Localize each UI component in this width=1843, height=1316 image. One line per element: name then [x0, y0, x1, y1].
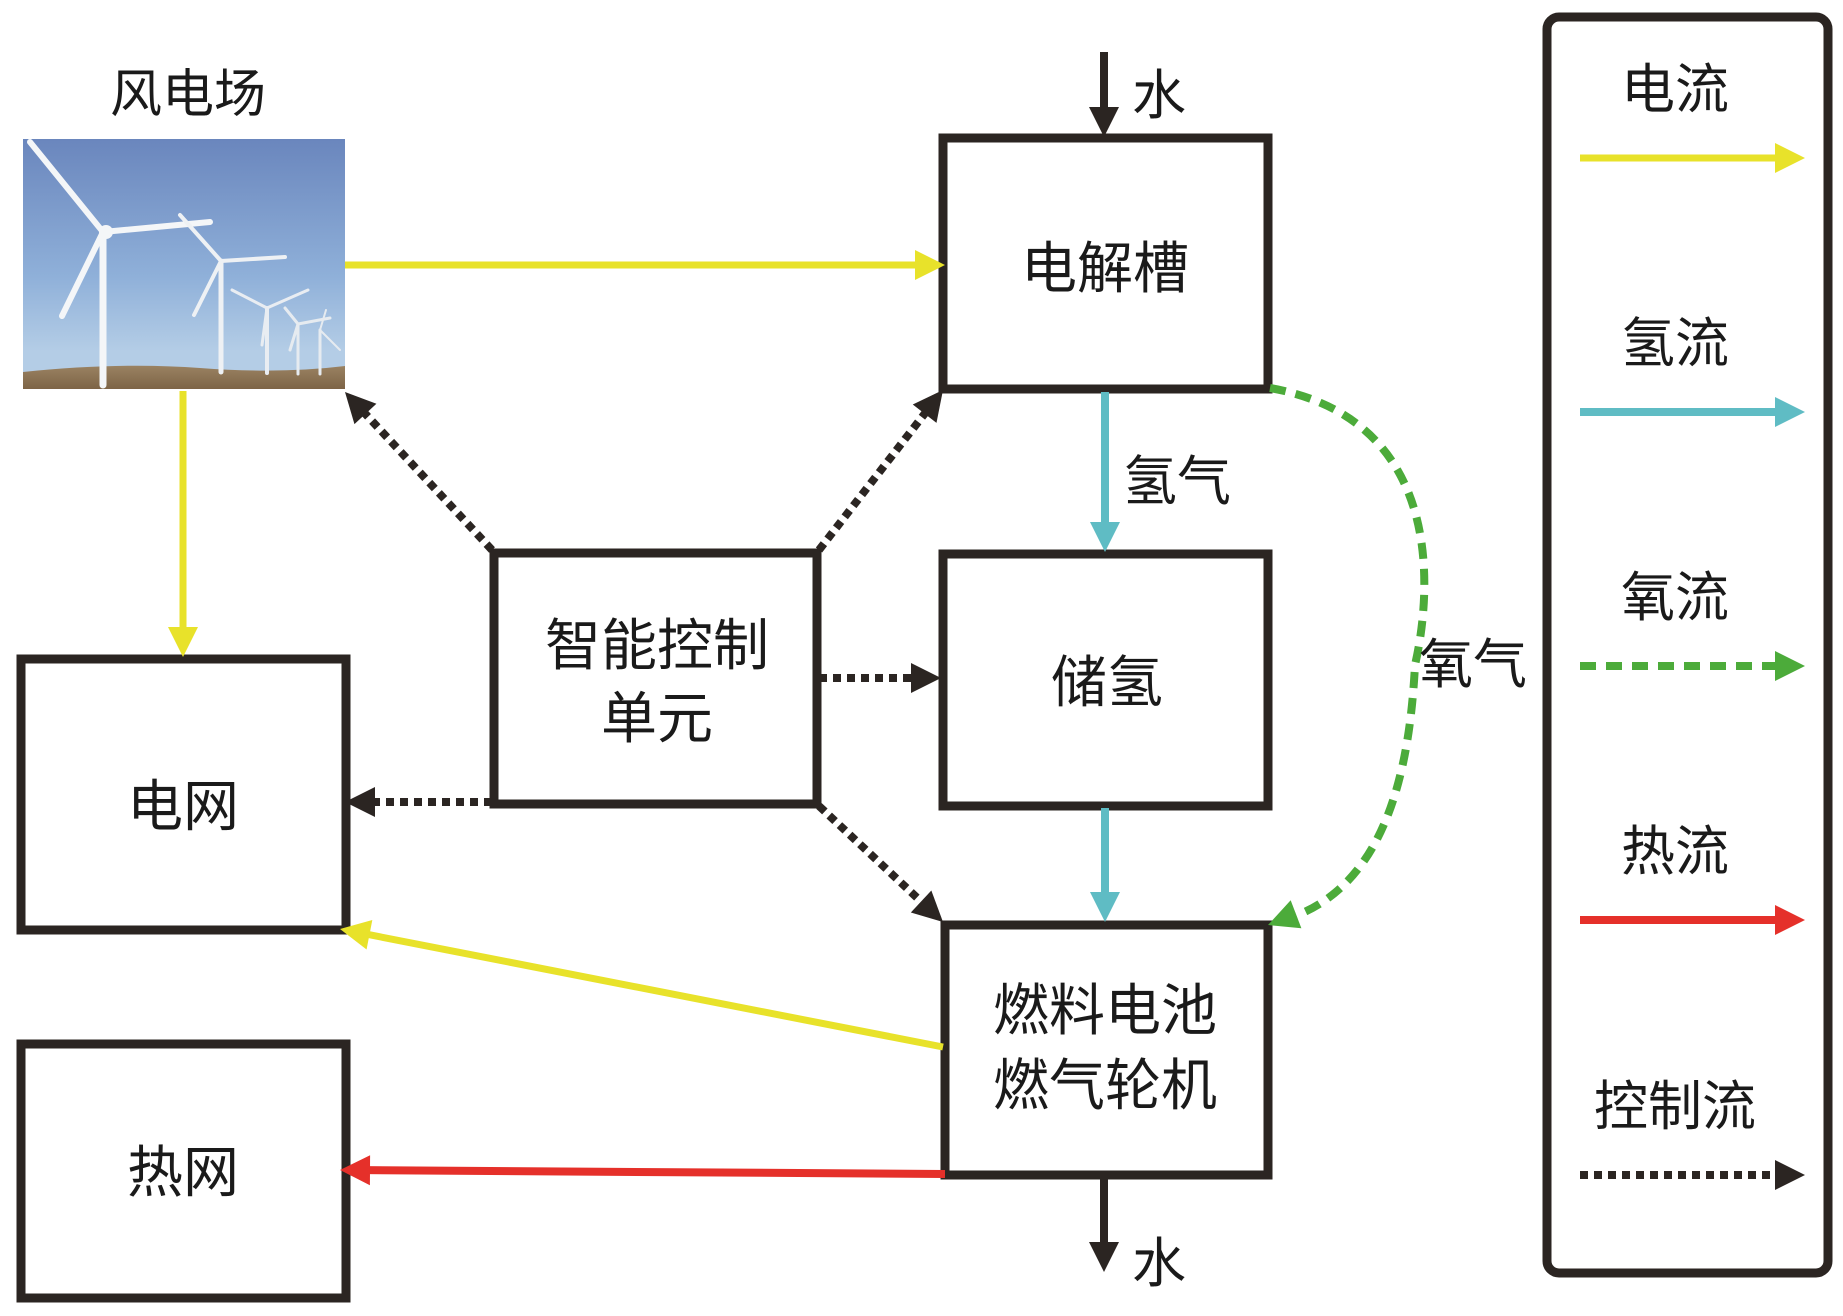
hydrogen-gas-label: 氢气: [1123, 450, 1231, 513]
electric-flow-wind-to-grid: [168, 391, 198, 657]
control-flow-to-fuelcell-head: [910, 890, 943, 922]
gas-turbine-label: 燃气轮机: [993, 1054, 1217, 1119]
legend-arrow-hydrogen: [1580, 397, 1805, 427]
legend-arrow-heat: [1580, 905, 1805, 935]
control-flow-to-windfarm-line: [359, 408, 495, 553]
hydrogen-flow-electrolyzer-to-storage: [1090, 392, 1120, 552]
control-flow-to-grid-head: [345, 787, 375, 817]
oxygen-flow-line: [1269, 384, 1429, 920]
wind-turbine-icon: [283, 306, 341, 376]
electrolyzer-node[interactable]: 电解槽: [938, 133, 1273, 394]
hydrogen-storage-node[interactable]: 储氢: [938, 549, 1273, 811]
control-flow-to-storage: [819, 663, 941, 693]
legend-label-control: 控制流: [1594, 1075, 1756, 1138]
water-in-flow: [1089, 52, 1119, 137]
control-flow-to-electrolyzer-head: [912, 390, 943, 423]
legend-arrow-electric-head: [1775, 143, 1805, 173]
control-flow-to-fuelcell: [816, 803, 943, 922]
legend-item-hydrogen: 氢流: [1580, 312, 1805, 427]
heat-flow-fuelcell-to-heatgrid-line: [365, 1166, 946, 1178]
heat-grid-label: 热网: [127, 1141, 239, 1206]
legend-label-electric: 电流: [1621, 58, 1729, 121]
legend-arrow-hydrogen-head: [1775, 397, 1805, 427]
control-flow-to-windfarm-head: [345, 392, 377, 425]
wind-turbine-icon: [230, 288, 310, 375]
control-unit-label-line2: 单元: [601, 687, 713, 752]
legend-arrow-electric: [1580, 143, 1805, 173]
heat-grid-node[interactable]: 热网: [16, 1039, 351, 1303]
wind-farm-label: 风电场: [110, 65, 266, 125]
hydrogen-flow-electrolyzer-to-storage-head: [1090, 522, 1120, 552]
electric-flow-wind-to-electrolyzer: [345, 250, 945, 280]
control-flow-to-storage-head: [911, 663, 941, 693]
oxygen-gas-label: 氧气: [1419, 633, 1527, 696]
water-in-flow-head: [1089, 107, 1119, 137]
water-in-label: 水: [1132, 64, 1186, 127]
legend-item-oxygen: 氧流: [1580, 566, 1805, 681]
control-flow-to-grid: [345, 787, 492, 817]
legend-label-hydrogen: 氢流: [1621, 312, 1729, 375]
legend-label-heat: 热流: [1621, 820, 1729, 883]
electrolyzer-label: 电解槽: [1021, 237, 1189, 302]
legend-label-oxygen: 氧流: [1621, 566, 1729, 629]
legend-arrow-oxygen-head: [1775, 651, 1805, 681]
electric-flow-wind-to-electrolyzer-head: [915, 250, 945, 280]
legend-item-control: 控制流: [1580, 1075, 1805, 1190]
hydrogen-storage-label: 储氢: [1051, 651, 1163, 716]
electric-flow-wind-to-grid-head: [168, 627, 198, 657]
fuel-cell-gas-turbine-node[interactable]: 燃料电池 燃气轮机: [940, 920, 1273, 1180]
water-out-label: 水: [1132, 1232, 1186, 1295]
water-out-flow-head: [1089, 1242, 1119, 1272]
control-flow-to-electrolyzer-line: [815, 408, 931, 553]
electric-flow-fuelcell-to-grid-line: [364, 930, 944, 1051]
control-flow-to-windfarm: [345, 392, 495, 553]
legend-arrow-oxygen: [1580, 651, 1805, 681]
heat-flow-fuelcell-to-heatgrid: [340, 1155, 946, 1186]
legend-item-electric: 电流: [1580, 58, 1805, 173]
heat-flow-fuelcell-to-heatgrid-head: [340, 1155, 371, 1186]
electric-flow-fuelcell-to-grid: [340, 920, 944, 1051]
legend-item-heat: 热流: [1580, 820, 1805, 935]
legend-arrow-control: [1580, 1160, 1805, 1190]
legend-arrow-heat-head: [1775, 905, 1805, 935]
power-grid-label: 电网: [127, 775, 239, 840]
wind-turbine-icon: [27, 139, 213, 389]
wind-turbine-icon: [178, 213, 287, 375]
hydrogen-flow-storage-to-fuelcell: [1090, 808, 1120, 922]
oxygen-flow-head: [1268, 900, 1302, 929]
control-flow-to-fuelcell-line: [816, 803, 927, 908]
power-grid-node[interactable]: 电网: [16, 654, 351, 935]
control-flow-to-electrolyzer: [815, 390, 943, 553]
oxygen-flow-electrolyzer-to-fuelcell: [1268, 384, 1429, 929]
electric-flow-fuelcell-to-grid-head: [340, 920, 373, 950]
flow-arrows: [168, 52, 1429, 1272]
fuel-cell-label: 燃料电池: [993, 979, 1217, 1044]
control-unit-node[interactable]: 智能控制 单元: [489, 548, 822, 809]
wind-farm-image: [23, 139, 345, 389]
legend-arrow-control-head: [1775, 1160, 1805, 1190]
hydrogen-flow-storage-to-fuelcell-head: [1090, 892, 1120, 922]
water-out-flow: [1089, 1178, 1119, 1272]
control-unit-label-line1: 智能控制: [545, 614, 769, 679]
